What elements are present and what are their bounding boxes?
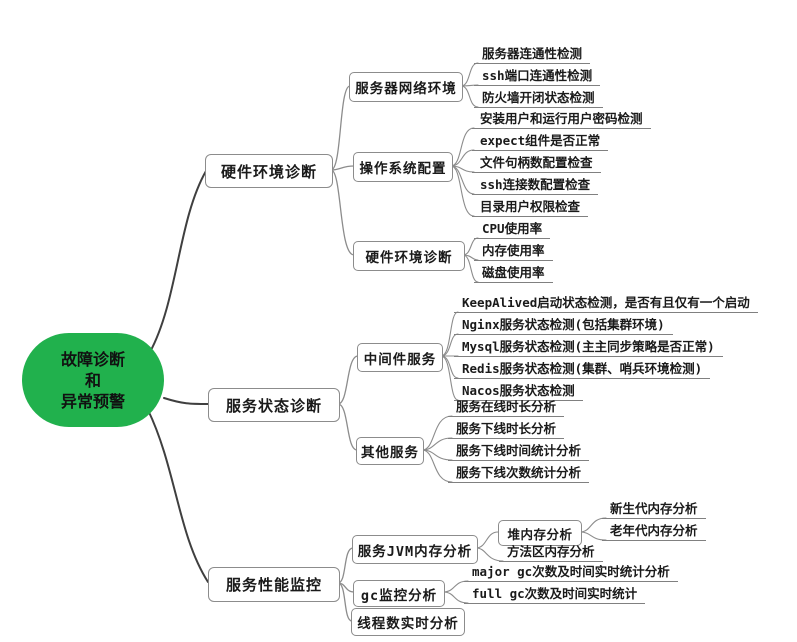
- node-gc-monitor-analysis[interactable]: gc监控分析: [353, 580, 445, 607]
- node-middleware-services[interactable]: 中间件服务: [357, 343, 443, 372]
- node-os-config[interactable]: 操作系统配置: [353, 152, 453, 182]
- leaf-offline-duration[interactable]: 服务下线时长分析: [448, 420, 565, 439]
- leaf-ssh-port-connectivity[interactable]: ssh端口连通性检测: [474, 67, 601, 86]
- leaf-user-password-check[interactable]: 安装用户和运行用户密码检测: [472, 110, 651, 129]
- leaf-offline-count-stats[interactable]: 服务下线次数统计分析: [448, 464, 590, 483]
- leaf-server-connectivity[interactable]: 服务器连通性检测: [474, 45, 591, 64]
- leaf-file-handle-config[interactable]: 文件句柄数配置检查: [472, 154, 601, 173]
- root-label-line3: 异常预警: [60, 391, 125, 411]
- root-label-line2: 和: [84, 370, 101, 390]
- root-label-line1: 故障诊断: [60, 349, 125, 369]
- node-heap-memory-analysis[interactable]: 堆内存分析: [498, 520, 582, 546]
- leaf-keepalived-check[interactable]: KeepAlived启动状态检测，是否有且仅有一个启动: [454, 294, 758, 313]
- leaf-mysql-check[interactable]: Mysql服务状态检测(主主同步策略是否正常): [454, 338, 723, 357]
- branch-service-status[interactable]: 服务状态诊断: [208, 388, 340, 422]
- branch-service-performance[interactable]: 服务性能监控: [208, 567, 340, 602]
- leaf-full-gc-stats[interactable]: full gc次数及时间实时统计: [464, 585, 646, 604]
- leaf-cpu-usage[interactable]: CPU使用率: [474, 220, 551, 239]
- leaf-dir-permission-check[interactable]: 目录用户权限检查: [472, 198, 589, 217]
- branch-hardware-env[interactable]: 硬件环境诊断: [205, 154, 333, 188]
- leaf-expect-component[interactable]: expect组件是否正常: [472, 132, 609, 151]
- leaf-old-gen-memory[interactable]: 老年代内存分析: [602, 522, 706, 541]
- node-jvm-memory-analysis[interactable]: 服务JVM内存分析: [352, 535, 478, 564]
- leaf-method-area-memory[interactable]: 方法区内存分析: [499, 543, 603, 562]
- leaf-redis-check[interactable]: Redis服务状态检测(集群、哨兵环境检测): [454, 360, 711, 379]
- leaf-nginx-check[interactable]: Nginx服务状态检测(包括集群环境): [454, 316, 673, 335]
- node-thread-realtime-analysis[interactable]: 线程数实时分析: [351, 608, 465, 636]
- leaf-nacos-check[interactable]: Nacos服务状态检测: [454, 382, 583, 401]
- leaf-firewall-status[interactable]: 防火墙开闭状态检测: [474, 89, 603, 108]
- leaf-memory-usage[interactable]: 内存使用率: [474, 242, 553, 261]
- leaf-young-gen-memory[interactable]: 新生代内存分析: [602, 500, 706, 519]
- node-other-services[interactable]: 其他服务: [356, 437, 424, 465]
- node-hardware-env-sub[interactable]: 硬件环境诊断: [353, 241, 465, 271]
- leaf-ssh-connection-config[interactable]: ssh连接数配置检查: [472, 176, 599, 195]
- leaf-disk-usage[interactable]: 磁盘使用率: [474, 264, 553, 283]
- root-node[interactable]: 故障诊断 和 异常预警: [22, 333, 164, 427]
- node-server-network-env[interactable]: 服务器网络环境: [349, 72, 463, 102]
- leaf-major-gc-stats[interactable]: major gc次数及时间实时统计分析: [464, 563, 678, 582]
- leaf-offline-time-stats[interactable]: 服务下线时间统计分析: [448, 442, 590, 461]
- leaf-online-duration[interactable]: 服务在线时长分析: [448, 398, 565, 417]
